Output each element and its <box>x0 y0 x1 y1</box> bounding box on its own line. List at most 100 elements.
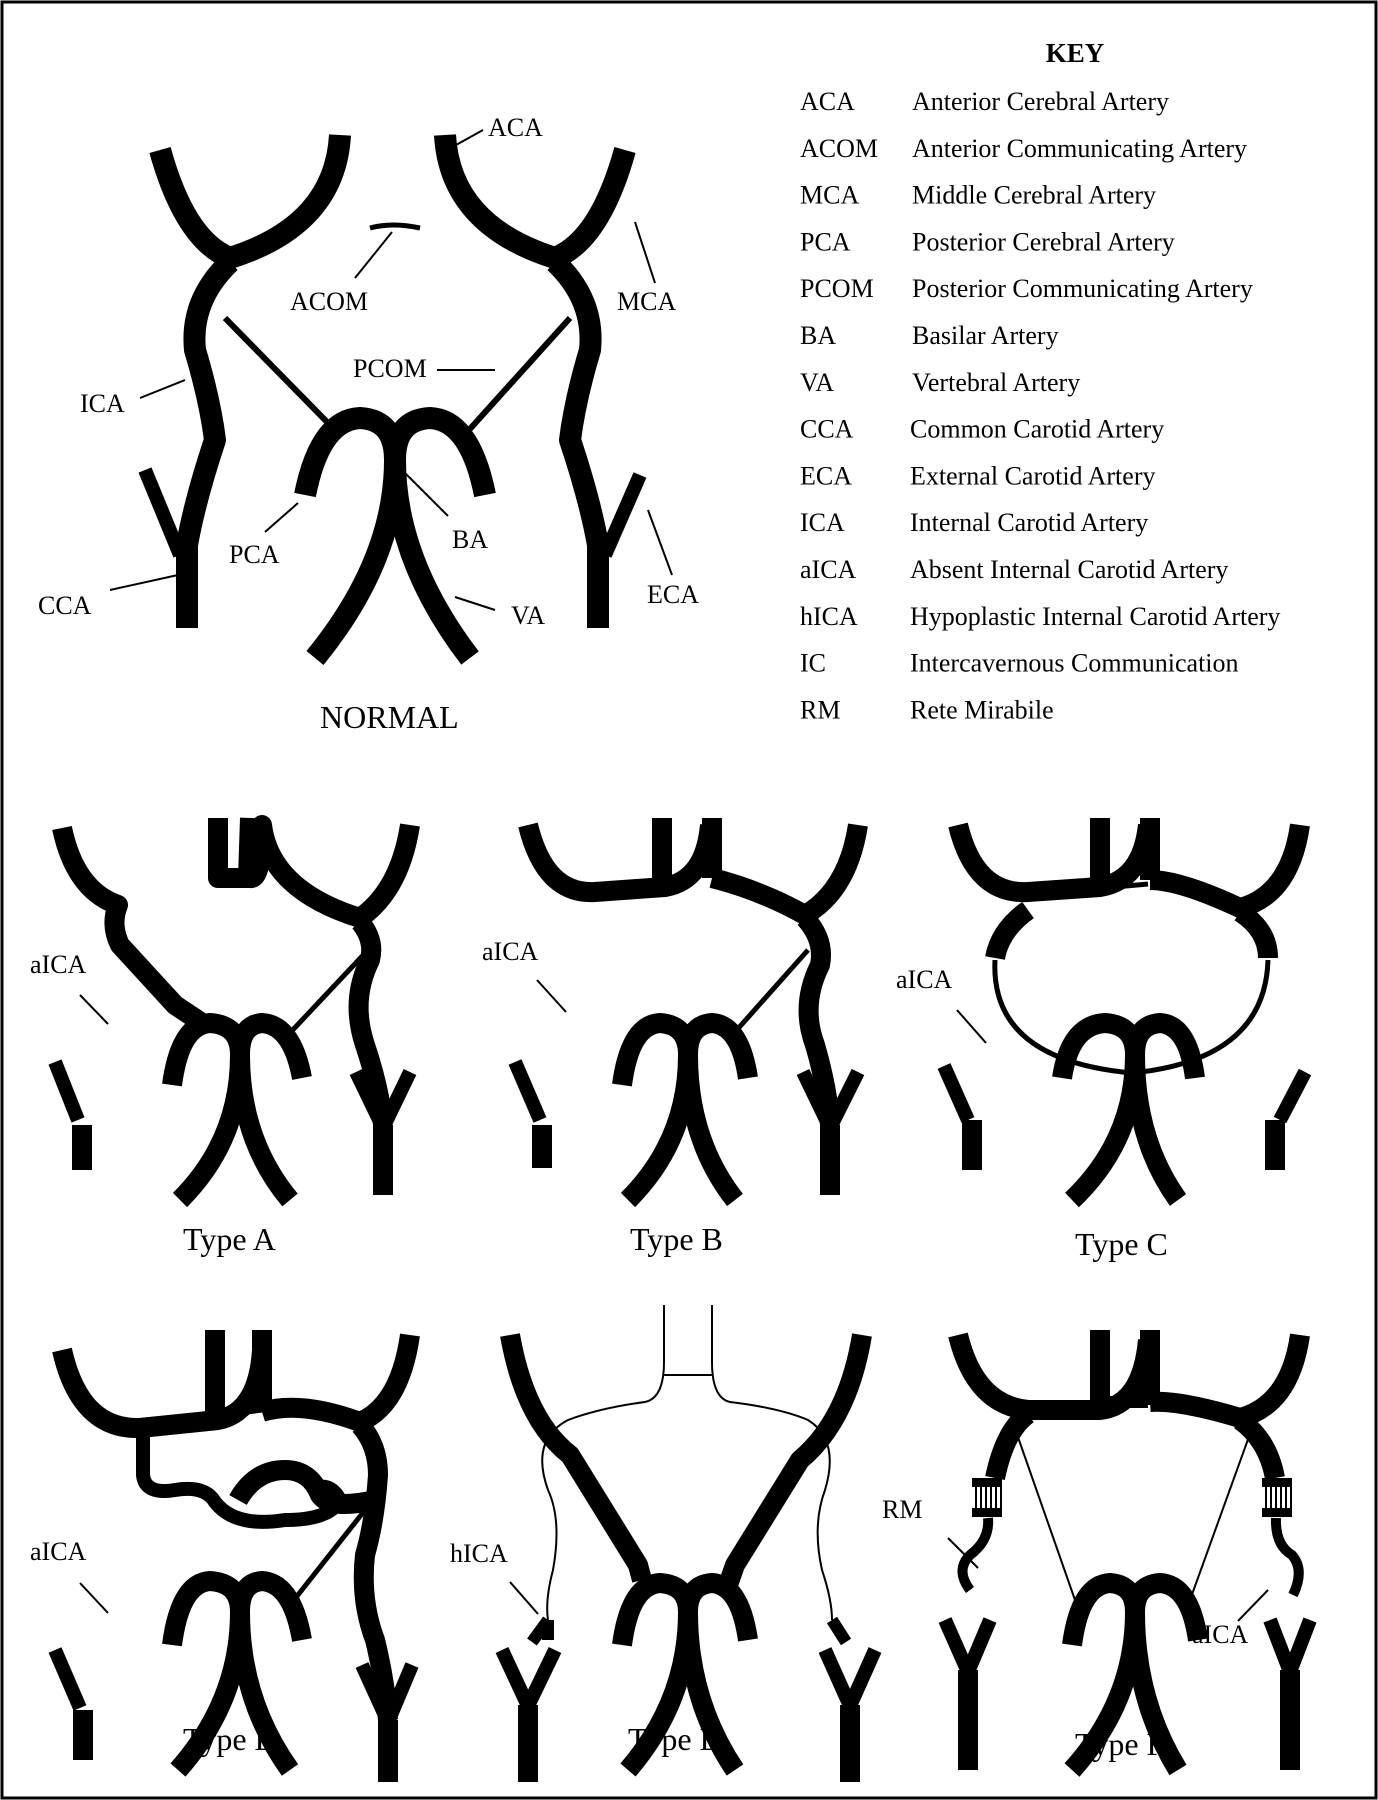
type-e-right-cca-fork <box>818 1647 882 1713</box>
type-a-diagram: aICA Type A <box>30 815 420 1257</box>
type-e-hica-leader <box>509 1581 539 1615</box>
key-meaning: Anterior Cerebral Artery <box>912 87 1169 116</box>
type-c-right-mca <box>1149 823 1310 918</box>
key-abbr: BA <box>800 321 836 350</box>
type-f-left-ica-stub <box>985 1405 1035 1481</box>
key-abbr: ACA <box>800 87 855 116</box>
type-d-right-pcom <box>288 1508 367 1607</box>
type-a-left-mca-ica <box>52 825 211 1034</box>
type-a-right-ica <box>348 915 393 1126</box>
normal-right-mca-aca <box>434 134 636 269</box>
normal-eca-leader <box>647 509 673 576</box>
key-abbr: ECA <box>800 461 852 490</box>
type-a-aca-loop <box>208 817 260 888</box>
type-d-caption: Type D <box>183 1721 278 1757</box>
normal-label-eca: ECA <box>647 580 699 609</box>
type-f-aica-leader <box>1237 1589 1269 1622</box>
key-meaning: Absent Internal Carotid Artery <box>910 555 1228 584</box>
normal-left-pcom <box>222 315 333 428</box>
key-abbr: ICA <box>800 508 845 537</box>
normal-label-va: VA <box>511 601 545 630</box>
type-f-right-pcom <box>1189 1419 1256 1601</box>
type-d-left-eca-stub <box>48 1647 87 1711</box>
normal-label-aca: ACA <box>488 113 543 142</box>
normal-mca-leader <box>634 221 656 284</box>
type-d-diagram: aICA Type D <box>30 1330 420 1782</box>
normal-right-ica-cca <box>547 254 609 628</box>
normal-label-cca: CCA <box>38 591 92 620</box>
key-meaning: Rete Mirabile <box>910 695 1054 724</box>
key-abbr: hICA <box>800 602 858 631</box>
normal-label-mca: MCA <box>617 287 676 316</box>
type-a-label-aica: aICA <box>30 950 87 979</box>
type-d-middle-anastomosis <box>229 1460 378 1514</box>
key-abbr: aICA <box>800 555 857 584</box>
key-meaning: Internal Carotid Artery <box>910 508 1148 537</box>
key-abbr: IC <box>800 649 826 678</box>
normal-left-ica-cca <box>176 254 238 628</box>
type-f-label-rm: RM <box>882 1495 922 1524</box>
key-meaning: Anterior Communicating Artery <box>912 134 1247 163</box>
type-e-left-hypoplastic-ica <box>541 1305 665 1621</box>
type-b-right-pca-va <box>620 1013 758 1208</box>
key-abbr: PCOM <box>800 274 874 303</box>
type-c-right-ica-stub <box>1234 903 1278 959</box>
type-c-acom <box>1103 881 1149 891</box>
normal-ba-leader <box>401 469 449 517</box>
type-f-caption: Type F <box>1075 1726 1164 1762</box>
type-b-right-ica <box>797 911 840 1126</box>
normal-right-pca-va <box>384 407 496 665</box>
normal-label-pcom: PCOM <box>353 354 427 383</box>
normal-right-pcom <box>457 315 573 443</box>
type-b-diagram: aICA Type B <box>482 818 868 1257</box>
type-a-right-mca-aca <box>246 815 420 928</box>
type-b-right-mca <box>709 823 868 925</box>
key-meaning: External Carotid Artery <box>910 461 1155 490</box>
type-f-right-cca-fork <box>1263 1617 1317 1679</box>
normal-cca-leader <box>109 574 179 591</box>
key-meaning: Common Carotid Artery <box>910 415 1164 444</box>
key-meaning: Hypoplastic Internal Carotid Artery <box>910 602 1280 631</box>
key-abbr: MCA <box>800 181 859 210</box>
normal-pca-leader <box>264 502 299 533</box>
type-f-right-pca-va <box>1064 1573 1208 1777</box>
normal-label-pca: PCA <box>229 540 280 569</box>
key-meaning: Posterior Cerebral Artery <box>912 227 1175 256</box>
type-a-right-pca-va <box>172 1013 312 1208</box>
type-e-right-hypoplastic-ica <box>711 1305 833 1621</box>
key-abbr: ACOM <box>800 134 878 163</box>
key-title: KEY <box>1046 38 1105 68</box>
type-d-right-ica <box>352 1418 398 1721</box>
normal-labels: ACA ACOM MCA PCOM ICA PCA BA CCA VA ECA <box>38 113 699 630</box>
type-c-left-eca-stub <box>937 1063 975 1123</box>
type-f-right-mca <box>1149 1333 1310 1428</box>
key-abbr: CCA <box>800 415 854 444</box>
normal-label-ica: ICA <box>80 389 125 418</box>
normal-va-leader <box>454 596 496 611</box>
normal-vessels <box>138 134 647 665</box>
type-e-right-fork-top <box>826 1616 852 1646</box>
key-meaning: Posterior Communicating Artery <box>912 274 1253 303</box>
key-abbr: VA <box>800 368 834 397</box>
type-d-aica-leader <box>79 1582 109 1614</box>
type-b-aica-leader <box>536 979 567 1013</box>
normal-left-pca-va <box>294 407 406 665</box>
normal-caption: NORMAL <box>320 699 459 735</box>
type-c-aica-leader <box>956 1009 987 1044</box>
type-b-right-pcom <box>733 948 810 1034</box>
normal-acom-leader <box>354 231 393 279</box>
key-abbr: PCA <box>800 227 851 256</box>
type-c-caption: Type C <box>1075 1226 1168 1262</box>
type-a-caption: Type A <box>183 1221 276 1257</box>
key-meaning: Basilar Artery <box>912 321 1059 350</box>
type-e-right-mca-ica <box>718 1333 872 1589</box>
normal-right-eca-stub <box>598 472 647 558</box>
type-d-label-aica: aICA <box>30 1537 87 1566</box>
type-e-left-cca-fork <box>495 1646 562 1713</box>
type-a-left-eca-stub <box>48 1059 85 1123</box>
type-f-left-rete-mirabile <box>972 1478 1002 1517</box>
type-e-label-hica: hICA <box>450 1539 508 1568</box>
